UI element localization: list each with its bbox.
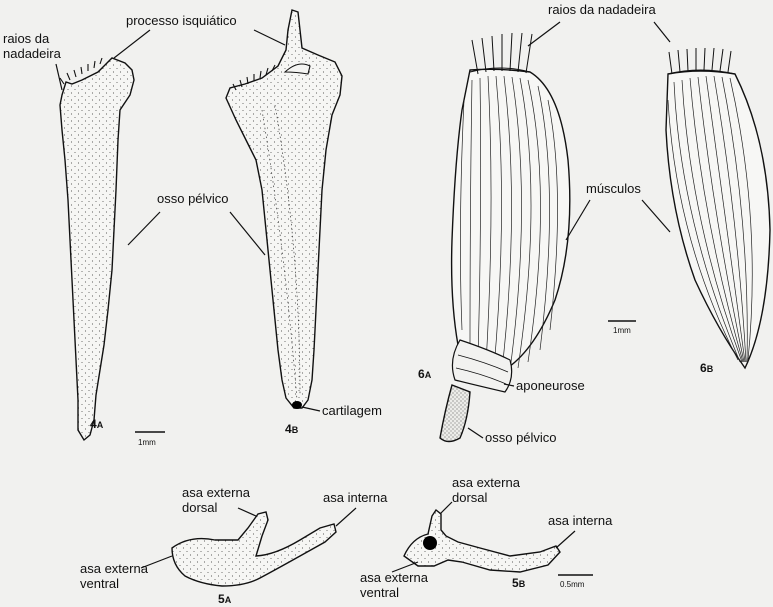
label-asa-externa-dorsal-5b: asa externa dorsal (452, 475, 524, 505)
leader-musculos-6b (642, 200, 670, 232)
figure-4a-pelvic-bone (60, 58, 134, 440)
scale-label-5b: 0.5mm (560, 580, 585, 589)
label-asa-interna-5a: asa interna (323, 490, 388, 505)
label-osso-pelvico-4: osso pélvico (157, 191, 229, 206)
figure-4b-pelvic-bone (226, 10, 342, 409)
figure-6b-muscle (666, 48, 770, 368)
fin-rays-6b (668, 48, 735, 74)
leader-interna-5a (336, 508, 356, 526)
label-processo-isquiatico: processo isquiático (126, 13, 237, 28)
leader-processo-4b (254, 30, 285, 45)
label-cartilagem: cartilagem (322, 403, 382, 418)
cartilage-tip-4b (292, 401, 302, 409)
label-asa-interna-5b: asa interna (548, 513, 613, 528)
leader-dorsal-5b (440, 502, 452, 514)
figure-id-4b: 4B (285, 422, 299, 436)
leader-raios-left (56, 64, 62, 90)
leader-cartilagem (302, 407, 320, 411)
label-raios-da-nadadeira-right: raios da nadadeira (548, 2, 656, 17)
fin-rays-6a (470, 33, 532, 74)
label-musculos: músculos (586, 181, 641, 196)
pelvic-bone-6a (440, 385, 470, 442)
figure-id-5b: 5B (512, 576, 526, 590)
figure-id-4a: 4A (90, 417, 104, 431)
black-spot-5b (423, 536, 437, 550)
label-raios-da-nadadeira-left: raios da nadadeira (3, 31, 62, 61)
leader-processo-4a (114, 30, 150, 58)
label-asa-externa-ventral-5a: asa externa ventral (80, 561, 152, 591)
leader-osso-4b (230, 212, 265, 255)
leader-raios-6b (654, 22, 670, 42)
label-aponeurose: aponeurose (516, 378, 585, 393)
scale-label-4: 1mm (138, 438, 156, 447)
leader-osso-4a (128, 212, 160, 245)
figure-5b-cross-section (404, 510, 560, 572)
figure-id-6a: 6A (418, 367, 432, 381)
leader-dorsal-5a (238, 508, 256, 516)
leader-osso-6 (468, 428, 483, 438)
figure-5a-cross-section (172, 512, 336, 586)
leader-raios-6a (528, 22, 560, 46)
figure-id-6b: 6B (700, 361, 714, 375)
label-asa-externa-ventral-5b: asa externa ventral (360, 570, 432, 600)
label-osso-pelvico-6: osso pélvico (485, 430, 557, 445)
leader-interna-5b (556, 531, 575, 548)
figure-id-5a: 5A (218, 592, 232, 606)
scale-label-6: 1mm (613, 326, 631, 335)
